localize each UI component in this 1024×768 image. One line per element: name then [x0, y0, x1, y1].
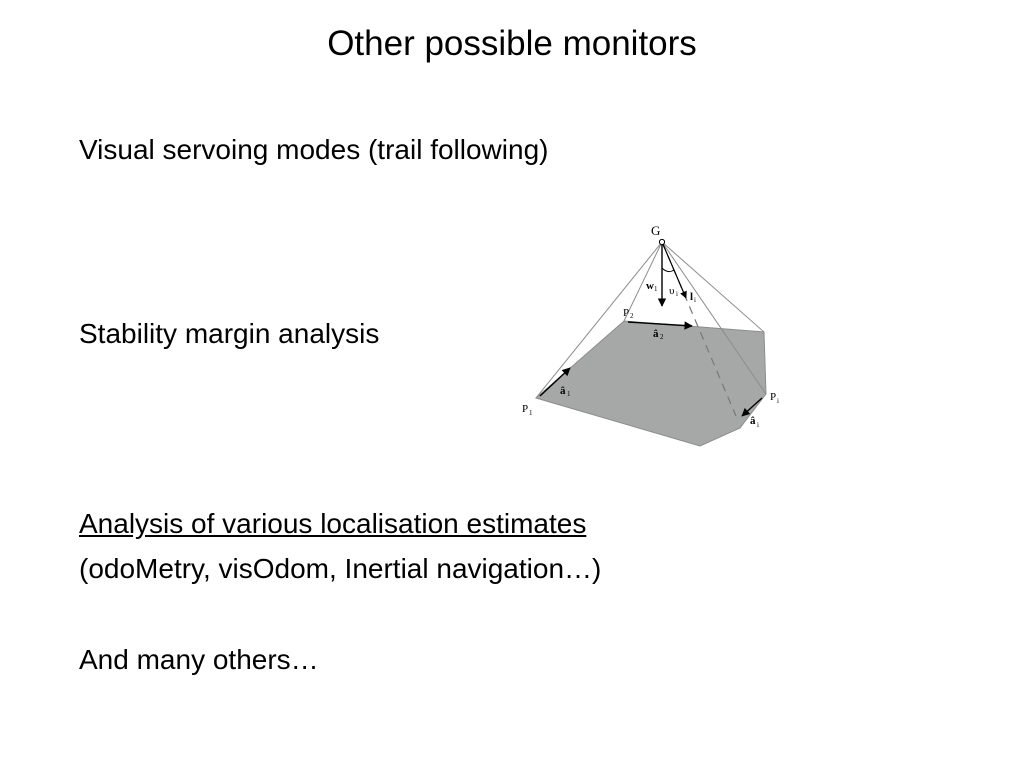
label-p2-sub: 2: [630, 312, 634, 320]
label-pi-sub: i: [777, 397, 779, 405]
label-a1-sub: 1: [567, 390, 571, 398]
label-p1: P: [522, 403, 528, 415]
bullet-stability-margin: Stability margin analysis: [79, 318, 380, 349]
label-pi: P: [770, 391, 776, 403]
edge-g-p3: [661, 241, 765, 333]
edge-g-p1: [535, 241, 663, 399]
vector-ai: [741, 397, 763, 417]
bullet-many-others: And many others…: [79, 644, 319, 675]
bullet-visual-servoing: Visual servoing modes (trail following): [79, 134, 549, 165]
edge-g-pi: [661, 241, 767, 395]
edge-g-p2: [623, 241, 663, 322]
vector-a2: [627, 321, 693, 330]
vector-a1: [539, 367, 571, 397]
label-vi: υ: [669, 285, 675, 297]
label-ai-sub: i: [757, 421, 759, 429]
bullet-localisation-estimates: Analysis of various localisation estimat…: [79, 508, 587, 539]
label-p1-sub: 1: [529, 409, 533, 417]
bullet-localisation-detail: (odoMetry, visOdom, Inertial navigation……: [79, 553, 602, 584]
apex-point: [658, 238, 666, 246]
support-polygon: [534, 320, 767, 447]
label-apex: G: [651, 223, 660, 238]
label-a2: â: [653, 328, 659, 340]
label-li: l: [690, 291, 693, 303]
label-w1: w: [646, 280, 654, 292]
label-li-sub: i: [694, 296, 696, 304]
angle-arc: [661, 267, 675, 273]
label-a1: â: [560, 385, 566, 397]
label-w1-sub: 1: [654, 285, 658, 293]
label-a2-sub: 2: [660, 333, 664, 341]
label-ai: â: [750, 415, 756, 427]
slide-title: Other possible monitors: [327, 24, 697, 63]
label-p2: P: [623, 307, 629, 319]
stability-margin-diagram: G w 1 υ i l i P 2 â 2 â 1 P 1 P i â i: [522, 223, 779, 447]
label-vi-sub: i: [676, 290, 678, 298]
